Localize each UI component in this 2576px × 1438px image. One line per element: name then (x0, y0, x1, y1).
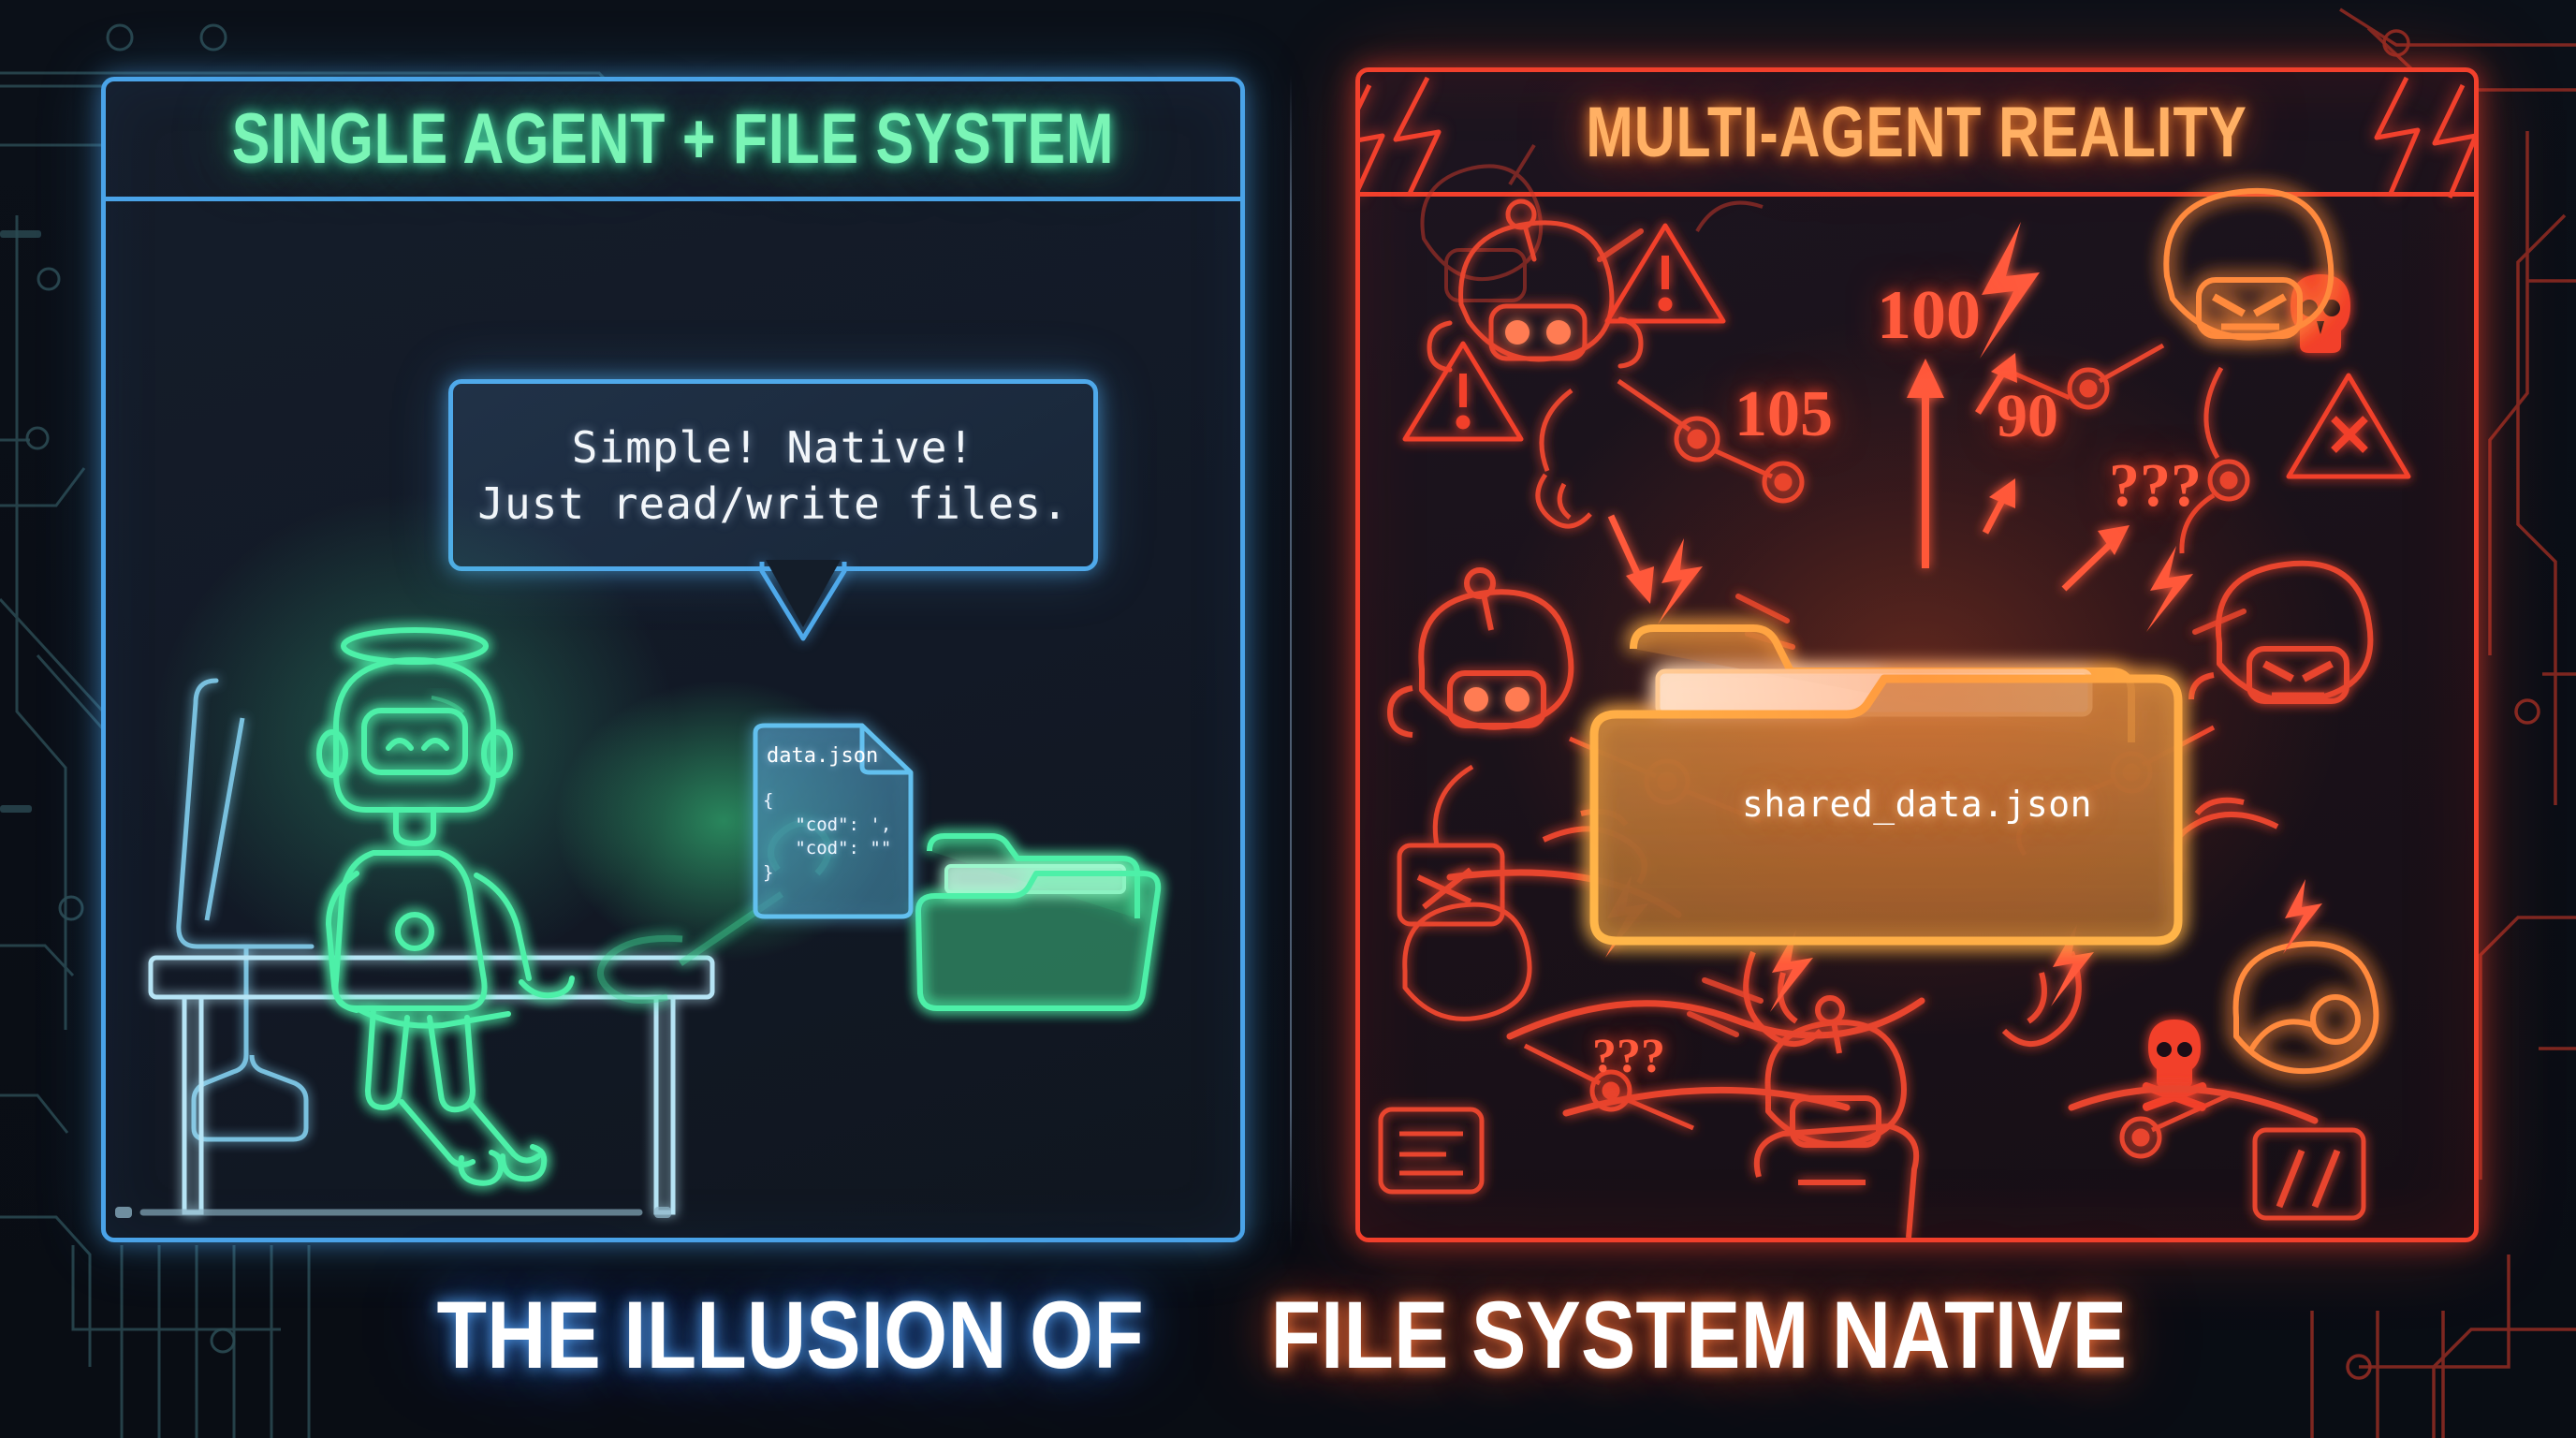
right-panel: MULTI-AGENT REALITY (1355, 67, 2479, 1242)
chaos-number-100: 100 (1877, 277, 1981, 354)
file-card-icon (753, 723, 914, 919)
speech-bubble-line-1: Simple! Native! (571, 421, 975, 473)
panel-divider (1290, 75, 1292, 1250)
chaos-question-marks-2: ??? (1592, 1030, 1665, 1083)
left-panel-title: SINGLE AGENT + FILE SYSTEM (231, 99, 1115, 179)
left-panel: SINGLE AGENT + FILE SYSTEM Simple! Nativ… (101, 77, 1245, 1242)
bottom-title: THE ILLUSION OF FILE SYSTEM NATIVE (0, 1281, 2576, 1390)
left-panel-header: SINGLE AGENT + FILE SYSTEM (106, 81, 1240, 201)
skull-crossbones-icon (2142, 1020, 2207, 1111)
skull-icon (2291, 274, 2350, 353)
speech-bubble-line-2: Just read/write files. (477, 477, 1069, 529)
right-panel-header: MULTI-AGENT REALITY (1360, 72, 2474, 197)
chaos-number-105: 105 (1734, 378, 1833, 450)
warning-x-triangle-icon (2286, 373, 2411, 479)
speech-bubble-tail-icon (759, 560, 847, 641)
bottom-title-blue-part: THE ILLUSION OF (436, 1282, 1144, 1388)
bottom-title-orange-part: FILE SYSTEM NATIVE (1270, 1282, 2128, 1388)
right-panel-title: MULTI-AGENT REALITY (1586, 92, 2248, 172)
shared-folder-label: shared_data.json (1741, 784, 2093, 825)
chaos-question-marks-1: ??? (2109, 451, 2202, 520)
warning-triangle-icon (1604, 223, 1726, 324)
file-code-text: { "cod": ', "cod": "" } (763, 790, 892, 883)
chaos-number-90: 90 (1997, 382, 2058, 450)
file-name-label: data.json (767, 744, 879, 768)
right-chaos-scene (1378, 143, 2411, 1238)
left-scene (115, 493, 1162, 1218)
title-lightning-icons (1360, 76, 2474, 198)
